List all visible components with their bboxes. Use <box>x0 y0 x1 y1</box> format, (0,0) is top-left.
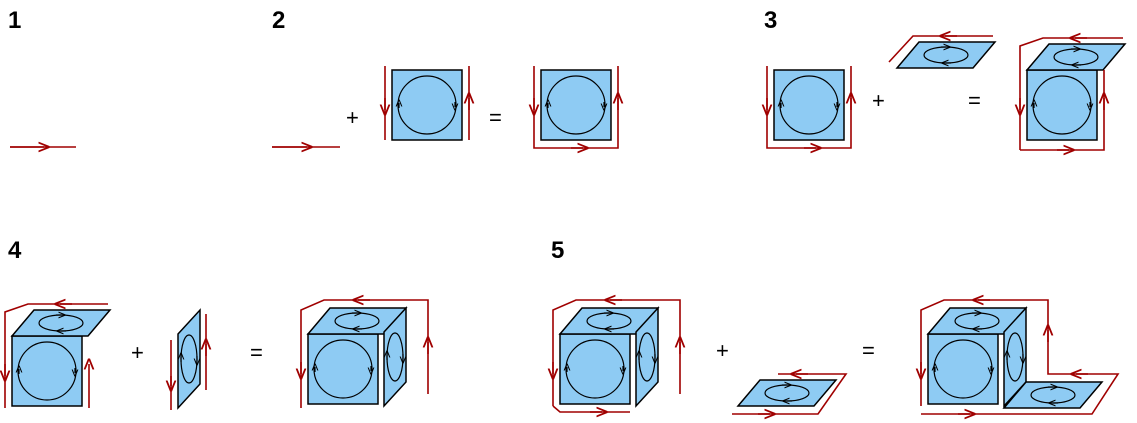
plus-sign: + <box>346 105 359 130</box>
equals-sign: = <box>862 338 875 363</box>
step-3-top-face-with-edges <box>888 36 995 68</box>
step-number-2: 2 <box>272 7 285 34</box>
plus-sign: + <box>131 340 144 365</box>
step-5-bottom-face-with-edges <box>732 374 848 414</box>
step-5-result <box>921 300 1120 414</box>
step-number-3: 3 <box>764 7 777 34</box>
step-4-side-face-with-edges <box>171 310 206 410</box>
step-number-4: 4 <box>8 237 22 264</box>
equals-sign: = <box>968 88 981 113</box>
step-5-partial <box>553 300 680 412</box>
equals-sign: = <box>250 340 263 365</box>
step-number-1: 1 <box>8 7 21 34</box>
equals-sign: = <box>489 105 502 130</box>
plus-sign: + <box>716 338 729 363</box>
step-2-square-with-side-edges <box>385 66 469 140</box>
step-3-partial <box>767 66 851 148</box>
step-2-result <box>534 66 618 148</box>
step-4-partial <box>5 304 110 408</box>
step-3-result <box>1020 38 1125 150</box>
step-4-result <box>301 300 428 408</box>
step-number-5: 5 <box>551 237 564 264</box>
plus-sign: + <box>872 88 885 113</box>
